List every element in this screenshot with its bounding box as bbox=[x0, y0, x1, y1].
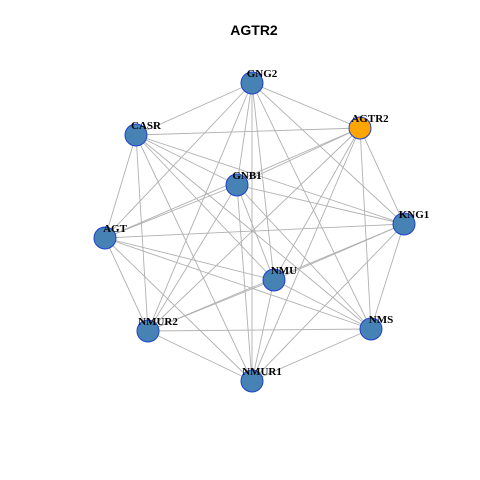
node-nmur1[interactable]: NMUR1 bbox=[240, 366, 282, 393]
edge-casr-kng1 bbox=[135, 134, 405, 225]
node-label-casr: CASR bbox=[131, 120, 162, 132]
edge-gnb1-nmur1 bbox=[236, 184, 253, 382]
edge-nmu-nmur2 bbox=[147, 279, 275, 332]
node-label-kng1: KNG1 bbox=[399, 209, 430, 221]
edge-agtr2-nms bbox=[359, 127, 372, 330]
node-nmur2[interactable]: NMUR2 bbox=[136, 316, 178, 343]
node-nms[interactable]: NMS bbox=[359, 314, 393, 341]
node-label-agtr2: AGTR2 bbox=[351, 113, 389, 125]
edges-layer bbox=[104, 82, 405, 382]
edge-nmur2-nms bbox=[147, 328, 372, 332]
edge-casr-nmu bbox=[135, 134, 275, 281]
edge-gnb1-nms bbox=[236, 184, 372, 330]
edge-nms-nmur1 bbox=[251, 328, 372, 382]
edge-gnb1-agt bbox=[104, 184, 238, 239]
node-gng2[interactable]: GNG2 bbox=[240, 68, 278, 95]
edge-nmu-nmur1 bbox=[251, 279, 275, 382]
edge-gng2-gnb1 bbox=[236, 82, 253, 186]
node-circle-nmur1[interactable] bbox=[240, 369, 264, 393]
edge-agt-nmur2 bbox=[104, 237, 149, 332]
edge-gng2-nms bbox=[251, 82, 372, 330]
node-circle-agt[interactable] bbox=[93, 226, 117, 250]
edge-casr-gnb1 bbox=[135, 134, 238, 186]
edge-agtr2-nmur1 bbox=[251, 127, 361, 382]
edge-kng1-agt bbox=[104, 223, 405, 239]
node-gnb1[interactable]: GNB1 bbox=[225, 170, 262, 197]
edge-agt-nmur1 bbox=[104, 237, 253, 382]
edge-gng2-agtr2 bbox=[251, 82, 361, 129]
edge-casr-nmur1 bbox=[135, 134, 253, 382]
node-circle-kng1[interactable] bbox=[392, 212, 416, 236]
edge-gng2-casr bbox=[135, 82, 253, 136]
edge-kng1-nms bbox=[370, 223, 405, 330]
node-label-nmu: NMU bbox=[271, 265, 297, 277]
edge-casr-nmur2 bbox=[135, 134, 149, 332]
node-agt[interactable]: AGT bbox=[93, 223, 128, 250]
node-nmu[interactable]: NMU bbox=[262, 265, 297, 292]
edge-agtr2-kng1 bbox=[359, 127, 405, 225]
edge-agt-nmu bbox=[104, 237, 275, 281]
edge-nmu-nms bbox=[273, 279, 372, 330]
node-label-nmur1: NMUR1 bbox=[242, 366, 282, 378]
edge-agt-nms bbox=[104, 237, 372, 330]
node-circle-nmu[interactable] bbox=[262, 268, 286, 292]
node-label-nms: NMS bbox=[369, 314, 393, 326]
node-agtr2[interactable]: AGTR2 bbox=[348, 113, 389, 140]
node-circle-gnb1[interactable] bbox=[225, 173, 249, 197]
node-circle-casr[interactable] bbox=[124, 123, 148, 147]
edge-casr-agt bbox=[104, 134, 137, 239]
node-label-gng2: GNG2 bbox=[247, 68, 278, 80]
edge-agtr2-casr bbox=[135, 127, 361, 136]
edge-gnb1-kng1 bbox=[236, 184, 405, 225]
edge-gnb1-nmu bbox=[236, 184, 275, 281]
edge-gng2-kng1 bbox=[251, 82, 405, 225]
node-label-nmur2: NMUR2 bbox=[138, 316, 178, 328]
edge-gng2-nmur2 bbox=[147, 82, 253, 332]
node-casr[interactable]: CASR bbox=[124, 120, 162, 147]
node-kng1[interactable]: KNG1 bbox=[392, 209, 430, 236]
edge-gng2-nmu bbox=[251, 82, 275, 281]
edge-casr-nms bbox=[135, 134, 372, 330]
edge-nmur2-nmur1 bbox=[147, 330, 253, 382]
node-circle-nms[interactable] bbox=[359, 317, 383, 341]
node-circle-agtr2[interactable] bbox=[348, 116, 372, 140]
node-circle-nmur2[interactable] bbox=[136, 319, 160, 343]
node-label-agt: AGT bbox=[103, 223, 128, 235]
diagram-title: AGTR2 bbox=[230, 22, 278, 38]
edge-gnb1-nmur2 bbox=[147, 184, 238, 332]
edge-kng1-nmur1 bbox=[251, 223, 405, 382]
edge-kng1-nmu bbox=[273, 223, 405, 281]
edge-gng2-agt bbox=[104, 82, 253, 239]
node-label-gnb1: GNB1 bbox=[232, 170, 261, 182]
node-circle-gng2[interactable] bbox=[240, 71, 264, 95]
